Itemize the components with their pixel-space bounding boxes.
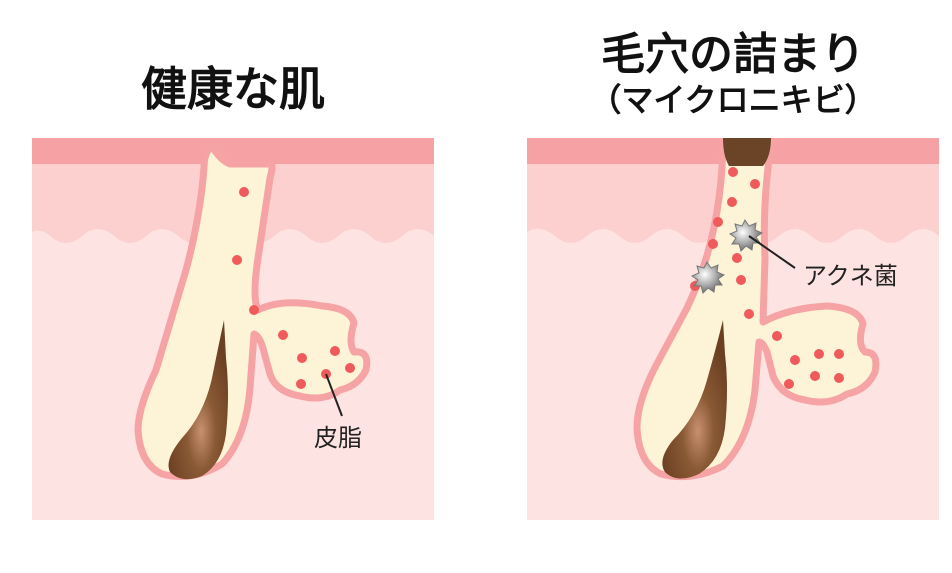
sebum-dot [814,349,824,359]
sebum-dot [239,187,249,197]
sebum-dot [330,346,340,356]
bacteria-pointer-line [748,235,796,269]
sebum-label: 皮脂 [314,424,362,452]
sebum-pointer-line [325,373,343,417]
skin-surface-layer [32,138,434,164]
acne-bacteria-label: アクネ菌 [803,262,898,290]
hair-follicle [633,138,880,481]
clogged-pore-title: 毛穴の詰まり [601,29,865,80]
clogged-pore-diagram: アクネ菌 [527,138,939,520]
acne-bacteria-icon [690,261,726,294]
sebum-dot [232,255,242,265]
healthy-skin-diagram: 皮脂 [32,138,434,520]
sebum-dot [810,371,820,381]
sebum-dot [728,167,738,177]
sebum-dot [736,275,746,285]
sebum-dot [345,363,355,373]
sebum-dot [727,197,737,207]
sebum-dot [708,239,718,249]
sebum-dot [750,179,760,189]
sebum-dot [296,379,306,389]
microcomedone-subtitle: （マイクロニキビ） [589,81,877,119]
acne-bacteria-icon [728,219,764,252]
keratin-plug [723,138,771,166]
hair-shaft [168,320,228,480]
sebum-dot [834,373,844,383]
sebum-dot [249,305,259,315]
sebum-dot [790,355,800,365]
sebum-dot [732,253,742,263]
sebum-dot [278,330,288,340]
sebum-dot [784,379,794,389]
healthy-skin-title: 健康な肌 [141,62,325,116]
sebum-dot [713,217,723,227]
sebum-dot [834,349,844,359]
sebum-dot [297,353,307,363]
sebum-dot [744,309,754,319]
hair-shaft [662,320,727,479]
sebum-dot [772,331,782,341]
